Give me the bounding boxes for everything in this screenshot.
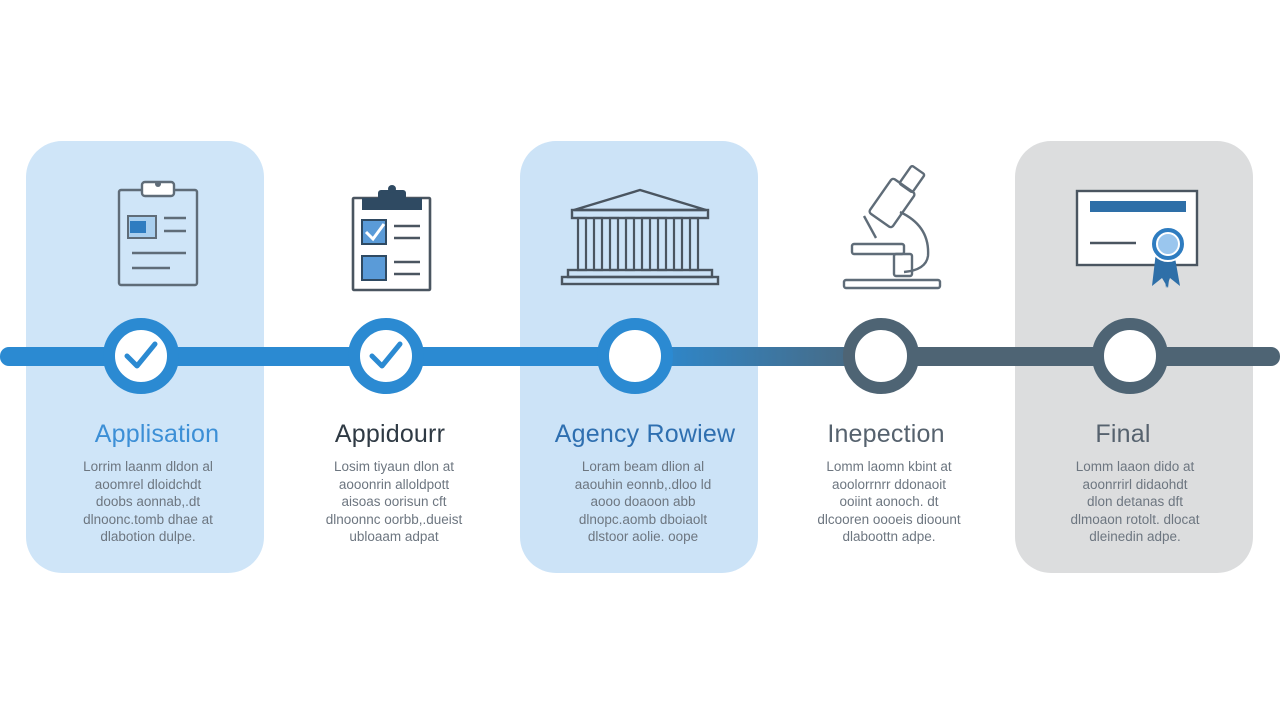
description-line: aoonrrirl didaohdt xyxy=(1082,476,1188,492)
step-title-inspection: Inepection xyxy=(827,420,945,448)
step-description-approval: Losim tiyaun dlon at aooonrin alloldpott… xyxy=(294,458,494,546)
clipboard-icon xyxy=(110,178,206,295)
description-line: Losim tiyaun dlon at xyxy=(333,459,455,474)
checkmark-icon xyxy=(369,341,403,369)
description-line: dlnoonc.tomb dhae at xyxy=(83,511,213,527)
description-line: doobs aonnab,.dt xyxy=(95,494,201,509)
step-title-approval: Appidourr xyxy=(334,420,446,448)
description-line: Loram beam dlion al xyxy=(581,459,705,474)
government-building-icon xyxy=(560,186,720,295)
description-line: ubloaam adpat xyxy=(349,529,439,544)
description-line: dlcooren oooeis dioount xyxy=(817,511,961,527)
description-line: dlabotion dulpe. xyxy=(100,529,196,544)
description-line: aoolorrnrr ddonaoit xyxy=(831,476,947,492)
step-node-agency-review xyxy=(597,318,673,394)
description-line: dlnopc.aomb dboiaolt xyxy=(578,511,708,527)
checklist-icon xyxy=(346,182,438,299)
step-description-inspection: Lomm laomn kbint at aoolorrnrr ddonaoit … xyxy=(789,458,989,546)
checkmark-icon xyxy=(124,341,158,369)
step-title-application: Applisation xyxy=(94,420,220,448)
step-node-final xyxy=(1092,318,1168,394)
step-node-application xyxy=(103,318,179,394)
description-line: aooonrin alloldpott xyxy=(338,476,450,492)
step-title-agency-review: Agency Rowiew xyxy=(554,420,736,448)
description-line: dlnoonnc oorbb,.dueist xyxy=(325,511,463,527)
description-line: Lomm laomn kbint at xyxy=(826,459,952,474)
timeline-track-transition xyxy=(640,347,900,366)
description-line: aisoas oorisun cft xyxy=(341,494,447,509)
step-description-final: Lomm laaon dido at aoonrrirl didaohdt dl… xyxy=(1035,458,1235,546)
description-line: aoomrel dloidchdt xyxy=(94,476,202,492)
description-line: dlstoor aolie. oope xyxy=(587,529,699,544)
description-line: dlmoaon rotolt. dlocat xyxy=(1070,511,1200,527)
step-node-approval xyxy=(348,318,424,394)
step-description-application: Lorrim laanm dldon al aoomrel dloidchdt … xyxy=(48,458,248,546)
description-line: ooiint aonoch. dt xyxy=(839,494,939,509)
microscope-icon xyxy=(838,164,948,299)
step-title-final: Final xyxy=(1095,420,1151,448)
timeline-track-pending xyxy=(880,347,1280,366)
step-node-inspection xyxy=(843,318,919,394)
description-line: dlon detanas dft xyxy=(1086,494,1184,509)
description-line: Lomm laaon dido at xyxy=(1075,459,1195,474)
description-line: aooo doaoon abb xyxy=(590,494,696,509)
step-description-agency-review: Loram beam dlion al aaouhin eonnb,.dloo … xyxy=(543,458,743,546)
description-line: aaouhin eonnb,.dloo ld xyxy=(574,476,712,492)
description-line: dlaboottn adpe. xyxy=(842,529,936,544)
description-line: Lorrim laanm dldon al xyxy=(83,459,213,474)
certificate-icon xyxy=(1074,188,1204,297)
description-line: dleinedin adpe. xyxy=(1089,529,1181,544)
